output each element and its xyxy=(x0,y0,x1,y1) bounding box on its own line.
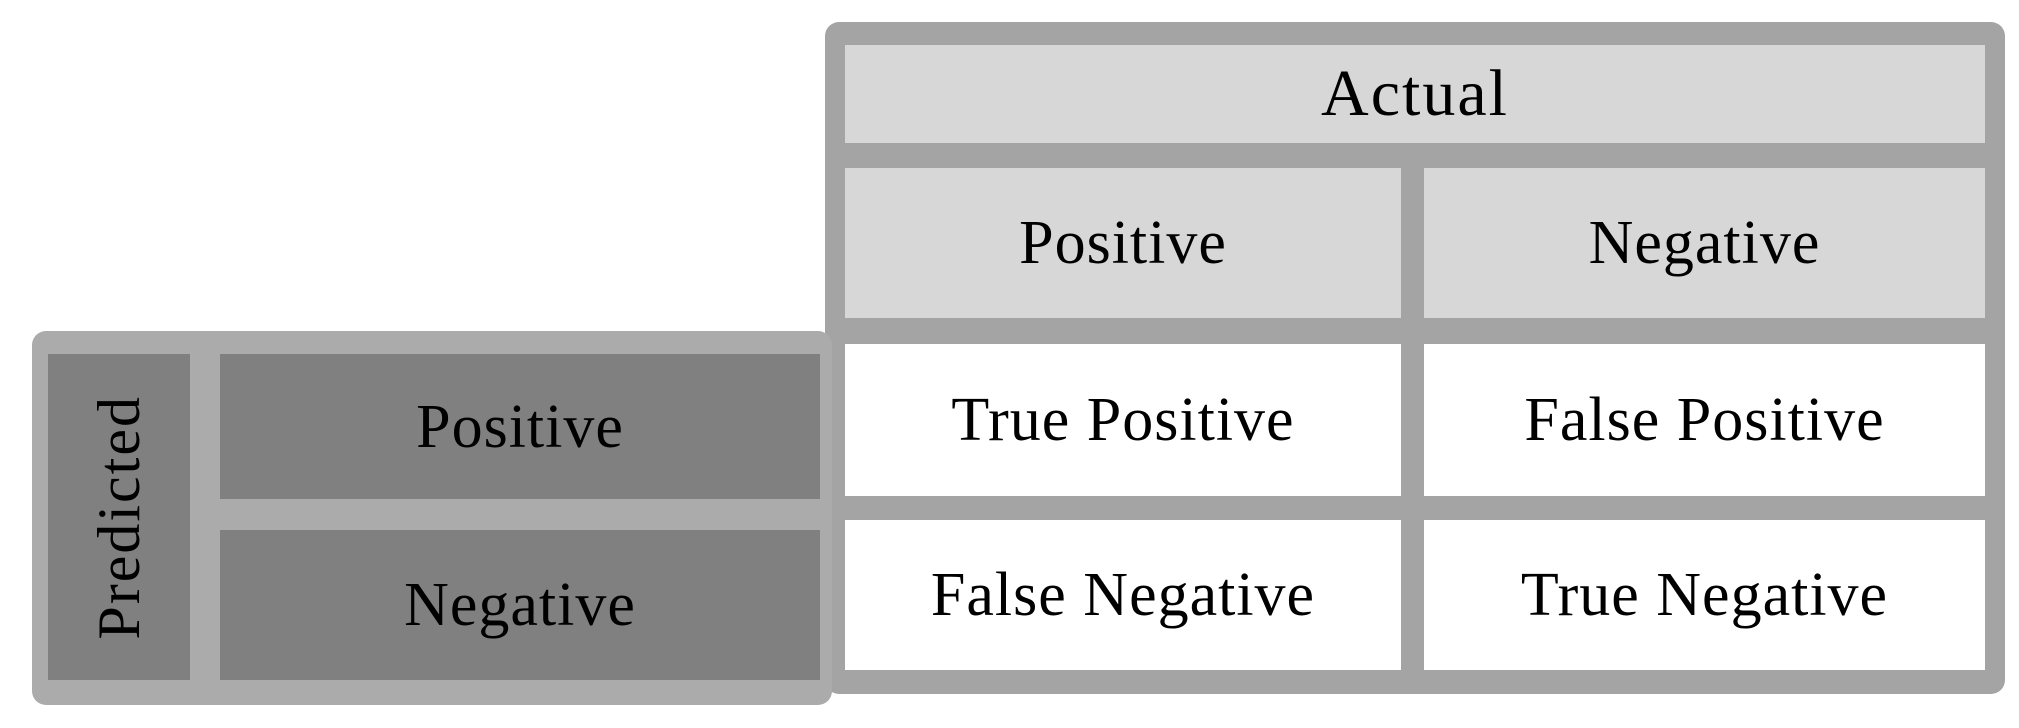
predicted-group-header-cell: Predicted xyxy=(48,354,190,680)
column-header-negative-label: Negative xyxy=(1588,209,1821,277)
cell-true-negative-label: True Negative xyxy=(1520,561,1889,629)
cell-true-negative: True Negative xyxy=(1424,520,1985,670)
column-header-positive-cell: Positive xyxy=(845,168,1401,318)
cell-true-positive-label: True Positive xyxy=(951,386,1295,454)
cell-false-positive-label: False Positive xyxy=(1524,386,1885,454)
column-header-negative-cell: Negative xyxy=(1424,168,1985,318)
cell-false-positive: False Positive xyxy=(1424,344,1985,496)
actual-group-header-cell: Actual xyxy=(845,45,1985,143)
actual-group-header-label: Actual xyxy=(1321,57,1509,130)
row-header-positive-cell: Positive xyxy=(220,354,820,499)
cell-false-negative-label: False Negative xyxy=(930,561,1316,629)
cell-true-positive: True Positive xyxy=(845,344,1401,496)
row-header-negative-label: Negative xyxy=(404,571,636,639)
column-header-positive-label: Positive xyxy=(1019,209,1227,277)
row-header-positive-label: Positive xyxy=(416,392,624,461)
cell-false-negative: False Negative xyxy=(845,520,1401,670)
predicted-group-header-label: Predicted xyxy=(86,394,152,640)
row-header-negative-cell: Negative xyxy=(220,530,820,680)
